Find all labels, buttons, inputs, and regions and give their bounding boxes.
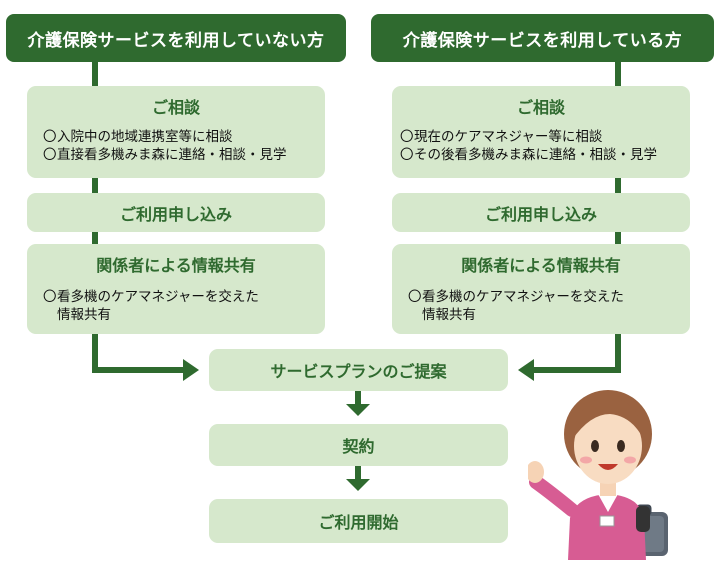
- connector-line: [615, 232, 621, 244]
- connector-line: [92, 62, 98, 86]
- right-apply-title: ご利用申し込み: [484, 204, 597, 224]
- right-apply-box: ご利用申し込み: [392, 193, 690, 232]
- connector-line: [355, 391, 361, 405]
- connector-line: [92, 334, 98, 373]
- connector-line: [92, 232, 98, 244]
- left-apply-title: ご利用申し込み: [119, 204, 232, 224]
- right-share-list: 〇看多機のケアマネジャーを交えた 情報共有: [408, 288, 690, 324]
- right-consult-box: ご相談 〇現在のケアマネジャー等に相談 〇その後看多機みま森に連絡・相談・見学: [392, 86, 690, 178]
- left-share-box: 関係者による情報共有 〇看多機のケアマネジャーを交えた 情報共有: [27, 244, 325, 334]
- arrow-down-icon: [346, 404, 370, 416]
- connector-line: [534, 367, 621, 373]
- proposal-box: サービスプランのご提案: [209, 349, 508, 391]
- header-users: 介護保険サービスを利用している方: [371, 14, 714, 62]
- left-share-list: 〇看多機のケアマネジャーを交えた 情報共有: [43, 288, 325, 324]
- list-item: 情報共有: [422, 307, 476, 323]
- list-item: 〇現在のケアマネジャー等に相談: [400, 129, 603, 145]
- header-non-users: 介護保険サービスを利用していない方: [6, 14, 346, 62]
- bullet-icon: 〇: [400, 147, 414, 163]
- list-item: 〇看多機のケアマネジャーを交えた: [43, 289, 259, 305]
- bullet-icon: 〇: [408, 289, 422, 305]
- bullet-icon: 〇: [43, 129, 57, 145]
- arrow-left-icon: [518, 359, 534, 381]
- right-consult-title: ご相談: [516, 98, 565, 117]
- bullet-icon: 〇: [43, 147, 57, 163]
- list-item: 情報共有: [57, 307, 111, 323]
- arrow-down-icon: [346, 479, 370, 491]
- left-consult-title: ご相談: [151, 98, 200, 117]
- connector-line: [92, 367, 184, 373]
- bullet-icon: 〇: [400, 129, 414, 145]
- arrow-right-icon: [183, 359, 199, 381]
- connector-line: [615, 62, 621, 86]
- connector-line: [92, 178, 98, 193]
- list-item: 〇入院中の地域連携室等に相談: [43, 129, 233, 145]
- right-share-title: 関係者による情報共有: [461, 256, 621, 275]
- connector-line: [615, 334, 621, 373]
- left-apply-box: ご利用申し込み: [27, 193, 325, 232]
- connector-line: [615, 178, 621, 193]
- list-item: 〇看多機のケアマネジャーを交えた: [408, 289, 624, 305]
- right-share-box: 関係者による情報共有 〇看多機のケアマネジャーを交えた 情報共有: [392, 244, 690, 334]
- list-item: 〇その後看多機みま森に連絡・相談・見学: [400, 147, 657, 163]
- bullet-icon: 〇: [43, 289, 57, 305]
- list-item: 〇直接看多機みま森に連絡・相談・見学: [43, 147, 287, 163]
- connector-line: [355, 466, 361, 480]
- left-share-title: 関係者による情報共有: [96, 256, 256, 275]
- contract-box: 契約: [209, 424, 508, 466]
- left-consult-list: 〇入院中の地域連携室等に相談 〇直接看多機みま森に連絡・相談・見学: [43, 128, 325, 164]
- right-consult-list: 〇現在のケアマネジャー等に相談 〇その後看多機みま森に連絡・相談・見学: [400, 128, 690, 164]
- left-consult-box: ご相談 〇入院中の地域連携室等に相談 〇直接看多機みま森に連絡・相談・見学: [27, 86, 325, 178]
- start-box: ご利用開始: [209, 499, 508, 543]
- nurse-illustration: [528, 390, 668, 560]
